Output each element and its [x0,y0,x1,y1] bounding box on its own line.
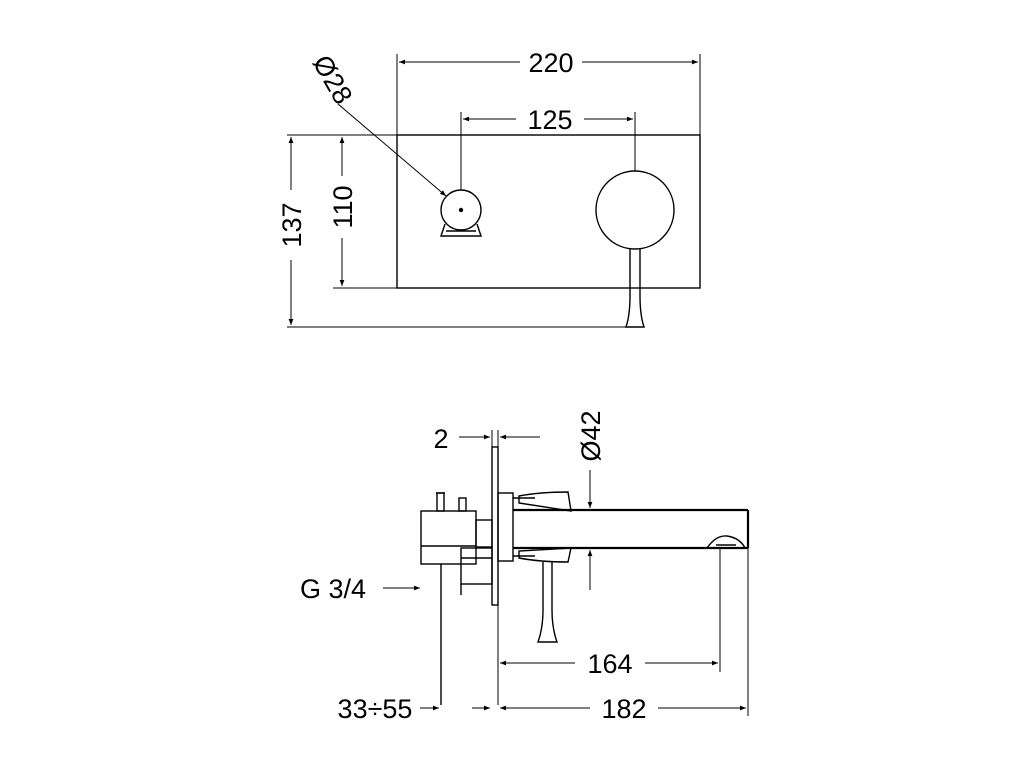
dim-connection-g34: G 3/4 [300,574,420,604]
handle-cap [518,491,572,563]
dim-knob-diameter-label: Ø28 [307,50,359,109]
dim-width-label: 220 [528,48,573,78]
diverter-knob [440,189,482,237]
mixer-handle [595,170,675,328]
flange [497,492,535,562]
side-lever [537,562,558,643]
dim-spout-diameter-42: Ø42 [571,410,606,590]
dim-depth-range-label: 33÷55 [338,694,413,724]
dim-plate-height-label: 110 [328,185,358,228]
dim-total-reach-182: 182 [500,548,749,724]
side-wall-plate [491,446,499,606]
dim-width-220: 220 [396,48,701,135]
dim-plate-thickness-label: 2 [433,424,448,454]
dim-spacing-label: 125 [527,105,572,135]
dim-plate-height-110: 110 [287,134,397,289]
dim-total-reach-label: 182 [601,694,646,724]
spout [513,508,750,550]
dim-depth-range: 33÷55 [338,694,490,724]
front-plate [396,134,701,289]
dim-connection-label: G 3/4 [300,574,366,604]
dim-knob-diameter: Ø28 [307,50,447,197]
side-view: 2 Ø42 G 3/4 164 182 [300,410,750,724]
dim-plate-thickness-2: 2 [433,424,540,454]
dim-outlet-reach-label: 164 [587,649,632,679]
dim-total-height-137: 137 [277,137,626,328]
front-view: 220 125 Ø28 110 137 [277,48,701,328]
dim-spout-diameter-label: Ø42 [576,410,606,461]
dim-outlet-reach-164: 164 [497,548,721,705]
dim-spacing-125: 125 [460,105,636,190]
dim-total-height-label: 137 [277,202,307,247]
mixer-body [420,492,493,705]
